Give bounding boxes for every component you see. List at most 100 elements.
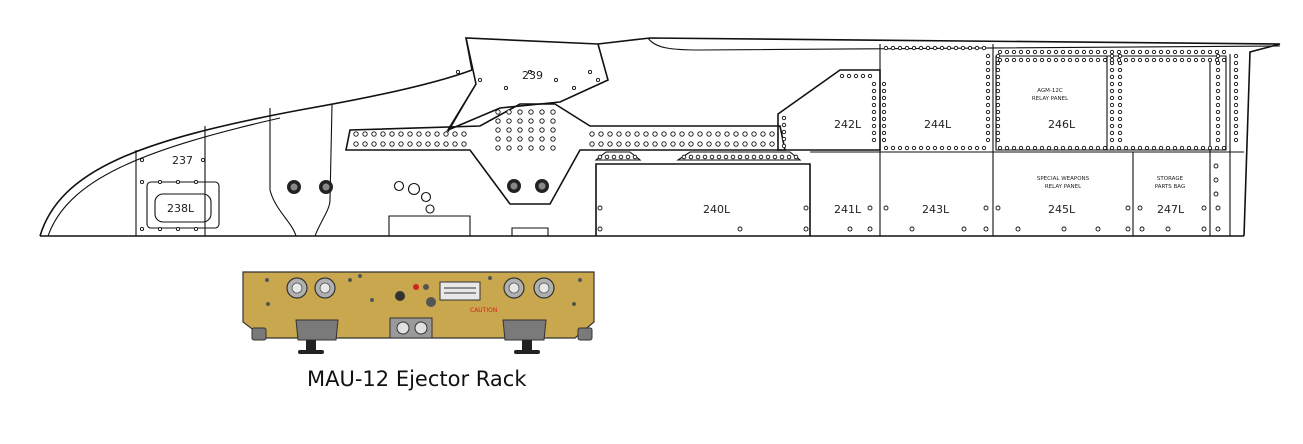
rivet bbox=[1172, 57, 1178, 63]
rivet bbox=[193, 226, 199, 232]
rivet bbox=[881, 116, 887, 122]
rivet bbox=[434, 141, 440, 147]
rivet bbox=[371, 141, 377, 147]
rivet bbox=[1123, 57, 1129, 63]
rivet bbox=[760, 131, 766, 137]
rivet bbox=[760, 141, 766, 147]
rivet bbox=[932, 45, 938, 51]
rivet bbox=[506, 118, 512, 124]
rivet bbox=[416, 141, 422, 147]
rivet bbox=[688, 141, 694, 147]
special-weapons-line2: RELAY PANEL bbox=[1045, 184, 1082, 190]
rivet bbox=[995, 81, 1001, 87]
rivet bbox=[867, 226, 873, 232]
rivet bbox=[974, 145, 980, 151]
rivet bbox=[751, 154, 757, 160]
rivet bbox=[786, 154, 792, 160]
rivet bbox=[860, 73, 866, 79]
rivet bbox=[1125, 226, 1131, 232]
rivet bbox=[1032, 49, 1038, 55]
rivet bbox=[871, 130, 877, 136]
rivet bbox=[652, 141, 658, 147]
rivet bbox=[1193, 49, 1199, 55]
rivet bbox=[847, 226, 853, 232]
rivet bbox=[751, 141, 757, 147]
rivet bbox=[867, 205, 873, 211]
rivet bbox=[1233, 130, 1239, 136]
rivet bbox=[953, 145, 959, 151]
rivet bbox=[1018, 57, 1024, 63]
rivet bbox=[981, 145, 987, 151]
rivet bbox=[571, 85, 577, 91]
rivet bbox=[881, 130, 887, 136]
rivet bbox=[1201, 205, 1207, 211]
rivet bbox=[742, 141, 748, 147]
rivet bbox=[670, 131, 676, 137]
rivet bbox=[461, 141, 467, 147]
rivet bbox=[1011, 57, 1017, 63]
rivet bbox=[1117, 109, 1123, 115]
rivet bbox=[416, 131, 422, 137]
rivet bbox=[733, 141, 739, 147]
rivet bbox=[1151, 57, 1157, 63]
rivet bbox=[1233, 116, 1239, 122]
rivet bbox=[995, 95, 1001, 101]
rivet bbox=[946, 145, 952, 151]
rivet bbox=[985, 81, 991, 87]
rivet bbox=[995, 53, 1001, 59]
rivet bbox=[353, 141, 359, 147]
rivet bbox=[598, 141, 604, 147]
rivet bbox=[995, 67, 1001, 73]
rivet bbox=[362, 131, 368, 137]
rivet bbox=[1015, 226, 1021, 232]
rivet bbox=[661, 131, 667, 137]
rivet bbox=[1067, 49, 1073, 55]
panel-labels: 237 238L 239 240L 241L 242L 243L 244L 24… bbox=[167, 69, 1185, 216]
rivet bbox=[1067, 145, 1073, 151]
rivet bbox=[517, 136, 523, 142]
rivet bbox=[517, 127, 523, 133]
rivet bbox=[175, 226, 181, 232]
rivet bbox=[904, 145, 910, 151]
rivet bbox=[1061, 226, 1067, 232]
rivet bbox=[607, 141, 613, 147]
rivet bbox=[871, 95, 877, 101]
rivet bbox=[1074, 49, 1080, 55]
rivet bbox=[528, 109, 534, 115]
rivet bbox=[1214, 57, 1220, 63]
rivet bbox=[1046, 49, 1052, 55]
rivet bbox=[985, 130, 991, 136]
rivet bbox=[985, 67, 991, 73]
rivet bbox=[1139, 226, 1145, 232]
rivet bbox=[506, 127, 512, 133]
rivet bbox=[539, 136, 545, 142]
rivet bbox=[1060, 145, 1066, 151]
rivet bbox=[1018, 145, 1024, 151]
rivet bbox=[909, 226, 915, 232]
rivet bbox=[981, 45, 987, 51]
rivet bbox=[452, 131, 458, 137]
rivet bbox=[1053, 49, 1059, 55]
rivet bbox=[939, 145, 945, 151]
rivet-rows bbox=[139, 45, 1239, 232]
rivet bbox=[803, 226, 809, 232]
rivet bbox=[1151, 49, 1157, 55]
rivet bbox=[139, 226, 145, 232]
rivet bbox=[1193, 57, 1199, 63]
rivet bbox=[1095, 226, 1101, 232]
rivet bbox=[1233, 102, 1239, 108]
rivet bbox=[1117, 81, 1123, 87]
rivet bbox=[709, 154, 715, 160]
rivet bbox=[1215, 88, 1221, 94]
rivet bbox=[1215, 53, 1221, 59]
rivet bbox=[1004, 49, 1010, 55]
rivet bbox=[1032, 57, 1038, 63]
rivet bbox=[925, 145, 931, 151]
rivet bbox=[1172, 145, 1178, 151]
rivet bbox=[1215, 109, 1221, 115]
rivet bbox=[953, 45, 959, 51]
rivet bbox=[506, 136, 512, 142]
rivet bbox=[1067, 57, 1073, 63]
rivet bbox=[1179, 145, 1185, 151]
panel-247-label: 247L bbox=[1157, 203, 1185, 216]
